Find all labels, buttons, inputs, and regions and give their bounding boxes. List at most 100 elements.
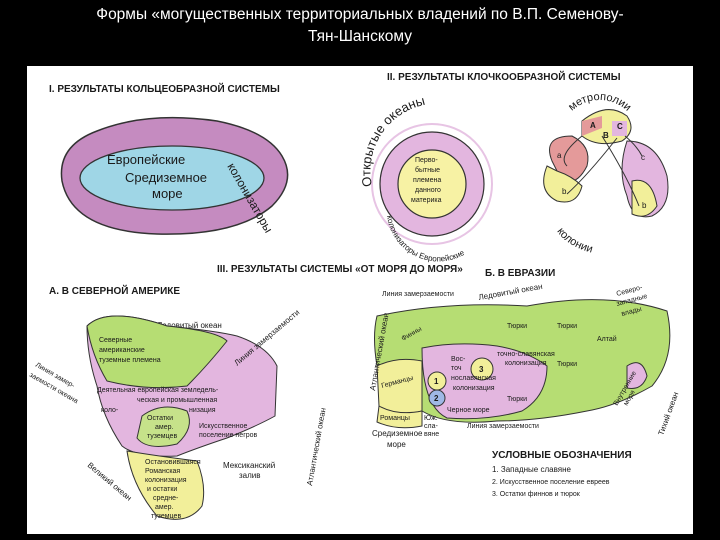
label-b-2: b xyxy=(642,201,647,210)
eu-circle-3 xyxy=(470,357,494,381)
label-C: С xyxy=(617,122,623,131)
tribes-line-4: данного xyxy=(415,187,441,194)
eurasia-heading: Б. В ЕВРАЗИИ xyxy=(485,268,555,279)
eu-northeast-2: колонизация xyxy=(505,360,547,367)
tribes-line-3: племена xyxy=(413,177,441,184)
arrow-3 xyxy=(566,137,618,195)
eu-small-3: Тюрки xyxy=(557,323,577,330)
na-remnant-area xyxy=(136,406,190,447)
na-stopped-2: Романская xyxy=(145,468,180,475)
na-stopped-1: Остановившаяся xyxy=(145,459,201,466)
slide-title-line-2: Тян-Шанскому xyxy=(307,28,412,45)
na-natives-area xyxy=(86,315,228,389)
na-natives-2: американские xyxy=(99,347,145,354)
colony-b xyxy=(543,165,583,203)
na-pink-4: низация xyxy=(189,407,216,414)
eu-small-2: Тюрки xyxy=(507,323,527,330)
diagram-panel: I. РЕЗУЛЬТАТЫ КОЛЬЦЕОБРАЗНОЙ СИСТЕМЫ Евр… xyxy=(27,66,693,534)
kolonii-text: колонии xyxy=(554,226,594,256)
label-A: А xyxy=(590,121,596,130)
section-2-heading: II. РЕЗУЛЬТАТЫ КЛОЧКООБРАЗНОЙ СИСТЕМЫ xyxy=(387,70,621,83)
eu-pacific-label: Тихий океан xyxy=(656,391,680,437)
na-pink-1: Деятельная европейская земледель- xyxy=(97,386,219,394)
tribes-line-5: материка xyxy=(411,197,442,204)
label-b: b xyxy=(562,187,567,196)
eu-young-slav-2: сла- xyxy=(424,423,438,430)
eu-small-6: Тюрки xyxy=(507,396,527,403)
eu-freeze2: Линия замерзаемости xyxy=(467,423,539,430)
eu-arctic-label: Ледовитый океан xyxy=(478,282,543,302)
kolonii-label: колонии xyxy=(554,226,594,256)
na-remnant-3: туземцев xyxy=(147,433,177,440)
eu-small-5: Тюрки xyxy=(557,361,577,368)
na-stopped-4: и остатки xyxy=(147,486,177,493)
eu-num-3: 3 xyxy=(479,365,484,374)
metropolis-c xyxy=(612,121,627,136)
eu-num-1: 1 xyxy=(434,377,439,386)
na-pink-2: ческая и промышленная xyxy=(137,397,217,404)
eu-young-slav-1: Юж. xyxy=(424,415,438,422)
na-stopped-6: амер. xyxy=(155,504,173,511)
eu-romans-label: Романцы xyxy=(380,415,410,422)
eu-young-slav-3: вяне xyxy=(424,431,439,438)
tribes-line-1: Перво- xyxy=(415,157,438,164)
eu-freeze-label: Линия замерзаемости xyxy=(382,291,454,298)
na-mexico-2: залив xyxy=(239,471,261,480)
na-remnant-2: амер. xyxy=(155,424,173,431)
mediterranean-sea-shape xyxy=(79,145,265,211)
arrow-1 xyxy=(563,135,583,167)
diagram-svg: I. РЕЗУЛЬТАТЫ КОЛЬЦЕОБРАЗНОЙ СИСТЕМЫ Евр… xyxy=(28,70,680,520)
na-settle-2: поселение негров xyxy=(199,432,258,439)
sea-label-1: Средиземное xyxy=(125,170,207,185)
colony-b2 xyxy=(631,179,658,217)
eu-east-slav-4: колонизация xyxy=(453,385,495,392)
eu-num-2: 2 xyxy=(434,394,439,403)
native-tribes-core xyxy=(397,149,467,219)
na-remnant-1: Остатки xyxy=(147,415,173,422)
eu-east-slav-3: нославянская xyxy=(451,375,496,382)
na-mexico-1: Мексиканский xyxy=(223,461,275,470)
na-atlantic-label: Атлантический океан xyxy=(305,407,328,486)
na-settle-1: Искусственное xyxy=(199,423,247,430)
eu-small-4: Алтай xyxy=(597,335,617,343)
na-natives-1: Северные xyxy=(99,337,132,344)
label-B: В xyxy=(603,131,609,140)
metropolii-text: метрополии xyxy=(566,91,633,114)
eu-med-1: Средиземное xyxy=(372,429,423,438)
na-natives-3: туземные племена xyxy=(99,357,161,364)
legend-2: 2. Искусственное поселение евреев xyxy=(492,479,610,486)
eu-circle-2 xyxy=(428,389,446,407)
na-romance-area xyxy=(126,450,205,520)
legend-1: 1. Западные славяне xyxy=(492,465,571,474)
legend-title: УСЛОВНЫЕ ОБОЗНАЧЕНИЯ xyxy=(492,450,632,461)
section-1-heading: I. РЕЗУЛЬТАТЫ КОЛЬЦЕОБРАЗНОЙ СИСТЕМЫ xyxy=(49,82,280,95)
eu-inner-sea-shape xyxy=(626,362,648,389)
eu-romans-area xyxy=(376,405,423,429)
arrow-4 xyxy=(624,135,643,157)
eu-northeast-1: точно-славянская xyxy=(497,351,555,358)
europe-label: Европейские xyxy=(107,152,185,167)
na-stopped-5: средне- xyxy=(153,495,179,502)
na-pink-3: коло- xyxy=(101,407,119,414)
legend-3: 3. Остатки финнов и тюрок xyxy=(492,491,581,498)
sea-label-2: море xyxy=(152,186,183,201)
eu-east-slav-area xyxy=(421,343,548,420)
eu-east-slav-1: Вос- xyxy=(451,356,466,363)
eu-med-2: море xyxy=(387,440,406,449)
tribes-line-2: бытные xyxy=(415,166,440,174)
label-c: с xyxy=(641,153,645,162)
label-a: а xyxy=(557,151,562,160)
section-3-heading: III. РЕЗУЛЬТАТЫ СИСТЕМЫ «ОТ МОРЯ ДО МОРЯ… xyxy=(217,264,463,275)
slide-title: Формы «могущественных территориальных вл… xyxy=(0,4,720,48)
slide-title-line-1: Формы «могущественных территориальных вл… xyxy=(96,6,624,23)
na-stopped-7: туземцев xyxy=(151,513,181,520)
na-arctic-label: Ледовитый океан xyxy=(157,321,222,330)
na-pacific-label: Великий океан xyxy=(86,461,134,503)
na-stopped-3: колонизация xyxy=(145,477,187,484)
metropolis-a xyxy=(582,116,602,136)
eu-east-slav-2: точ xyxy=(451,365,462,372)
metropolii-label: метрополии xyxy=(566,91,633,114)
eu-black-sea: Черное море xyxy=(447,407,490,414)
north-america-heading: А. В СЕВЕРНОЙ АМЕРИКЕ xyxy=(49,284,180,297)
arrow-2 xyxy=(601,135,640,207)
